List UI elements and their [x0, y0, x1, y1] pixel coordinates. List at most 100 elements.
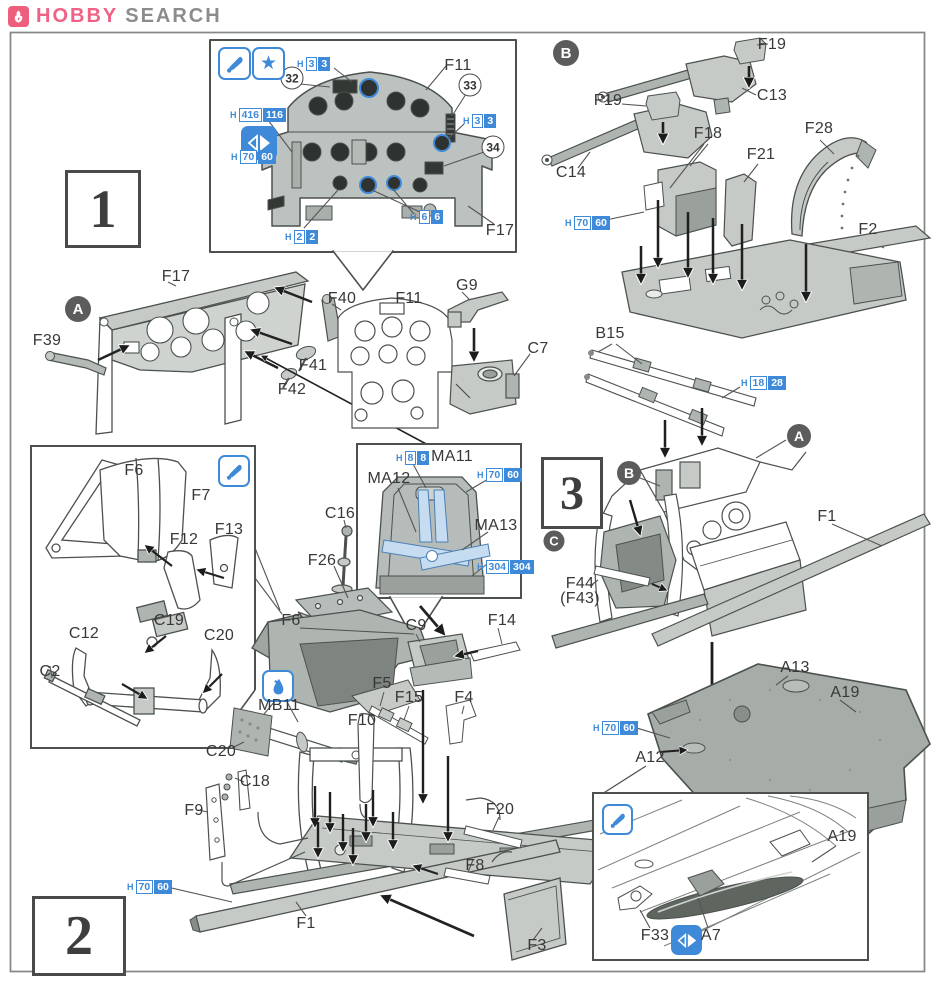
part-label-f18: F18	[693, 125, 723, 142]
part-label-f11: F11	[395, 290, 423, 307]
chip-value-a: 70	[239, 150, 258, 164]
part-label-a19: A19	[827, 828, 857, 845]
chip-value-b: 60	[154, 880, 172, 894]
marker-a-letter: A	[793, 428, 805, 444]
chip-value-a: 70	[135, 880, 154, 894]
part-label-f1: F1	[817, 508, 837, 525]
chip-value-a: 416	[238, 108, 263, 122]
part-label-f33: F33	[640, 927, 670, 944]
chip-prefix: H	[231, 152, 238, 162]
chip-prefix: H	[285, 232, 292, 242]
part-label-f39: F39	[32, 332, 62, 349]
part-label-f17: F17	[161, 268, 191, 285]
part-label-f40: F40	[327, 290, 357, 307]
part-label-f1: F1	[296, 915, 316, 932]
sheet-frame	[9, 31, 926, 973]
part-label-c20: C20	[205, 743, 237, 760]
step-3-box: 3	[541, 457, 603, 529]
marker-c-letter: C	[549, 533, 559, 549]
chip-value-a: 8	[404, 451, 417, 465]
part-label-c12: C12	[68, 625, 100, 642]
part-label-f28: F28	[804, 120, 834, 137]
chip-value-a: 304	[485, 560, 510, 574]
section-marker-b-mid: B	[617, 461, 641, 485]
swap-arrows-icon	[671, 925, 702, 955]
part-label-a13: A13	[780, 659, 810, 676]
part-label-f9: F9	[184, 802, 204, 819]
step3-guns-art	[541, 37, 932, 339]
brand-hobby: HOBBY	[36, 5, 119, 27]
chip-value-a: 3	[471, 114, 484, 128]
section-marker-c: C	[543, 530, 565, 552]
chip-prefix: H	[477, 470, 484, 480]
chip-prefix: H	[297, 59, 304, 69]
part-label-a19: A19	[830, 684, 860, 701]
chip-value-b: 60	[258, 150, 276, 164]
step-3-number: 3	[560, 466, 584, 520]
chip-value-a: 70	[573, 216, 592, 230]
chip-prefix: H	[593, 723, 600, 733]
part-label-f15: F15	[394, 689, 424, 706]
chip-value-b: 2	[306, 230, 319, 244]
paintbrush-icon	[218, 455, 250, 487]
part-label-ma12: MA12	[367, 470, 411, 487]
part-label-f7: F7	[191, 487, 211, 504]
part-label-c19: C19	[153, 612, 185, 629]
callout-34: 34	[481, 135, 505, 159]
part-label-c13: C13	[756, 87, 788, 104]
chip-value-b: 6	[431, 210, 444, 224]
step-2-box: 2	[32, 896, 126, 976]
part-label-a12: A12	[635, 749, 665, 766]
chip-value-b: 3	[484, 114, 497, 128]
part-label-c16: C16	[324, 505, 356, 522]
part-label-c7: C7	[527, 340, 549, 357]
chip-prefix: H	[396, 453, 403, 463]
part-label-f5: F5	[372, 675, 392, 692]
callout-33: 33	[458, 73, 482, 97]
underside-inset-art	[592, 792, 869, 961]
chip-value-b: 304	[510, 560, 534, 574]
part-label-f21: F21	[746, 146, 776, 163]
part-label-f12: F12	[169, 531, 199, 548]
part-label-f6: F6	[124, 462, 144, 479]
chip-prefix: H	[230, 110, 237, 120]
section-marker-b-top: B	[553, 40, 579, 66]
chip-value-b: 3	[318, 57, 331, 71]
part-label-c9: C9	[405, 617, 427, 634]
part-label-a7: A7	[700, 927, 722, 944]
chip-prefix: H	[565, 218, 572, 228]
callout-32-number: 32	[285, 71, 299, 85]
part-label-f3: F3	[527, 937, 547, 954]
star-glyph: ★	[259, 53, 278, 74]
chip-value-b: 8	[417, 451, 430, 465]
part-label-f42: F42	[277, 381, 307, 398]
chip-value-a: 2	[293, 230, 306, 244]
hobby-search-header: HOBBY SEARCH	[8, 5, 222, 28]
part-label-f26: F26	[307, 552, 337, 569]
seat-bucket-art	[229, 609, 431, 765]
paintbrush-icon	[602, 804, 633, 835]
callout-34-number: 34	[486, 140, 500, 154]
chip-prefix: H	[410, 212, 417, 222]
part-label-mb11: MB11	[258, 697, 300, 714]
chip-value-b: 28	[768, 376, 786, 390]
chip-value-b: 60	[620, 721, 638, 735]
part-label-c14: C14	[555, 164, 587, 181]
part-label-f14: F14	[487, 612, 517, 629]
part-label-f20: F20	[485, 801, 515, 818]
part-label-f41: F41	[298, 357, 328, 374]
section-marker-a: A	[65, 296, 91, 322]
part-label-f17: F17	[485, 222, 515, 239]
chip-value-a: 6	[418, 210, 431, 224]
part-label-g9: G9	[456, 277, 478, 294]
step1-bulkhead-art	[45, 271, 431, 447]
